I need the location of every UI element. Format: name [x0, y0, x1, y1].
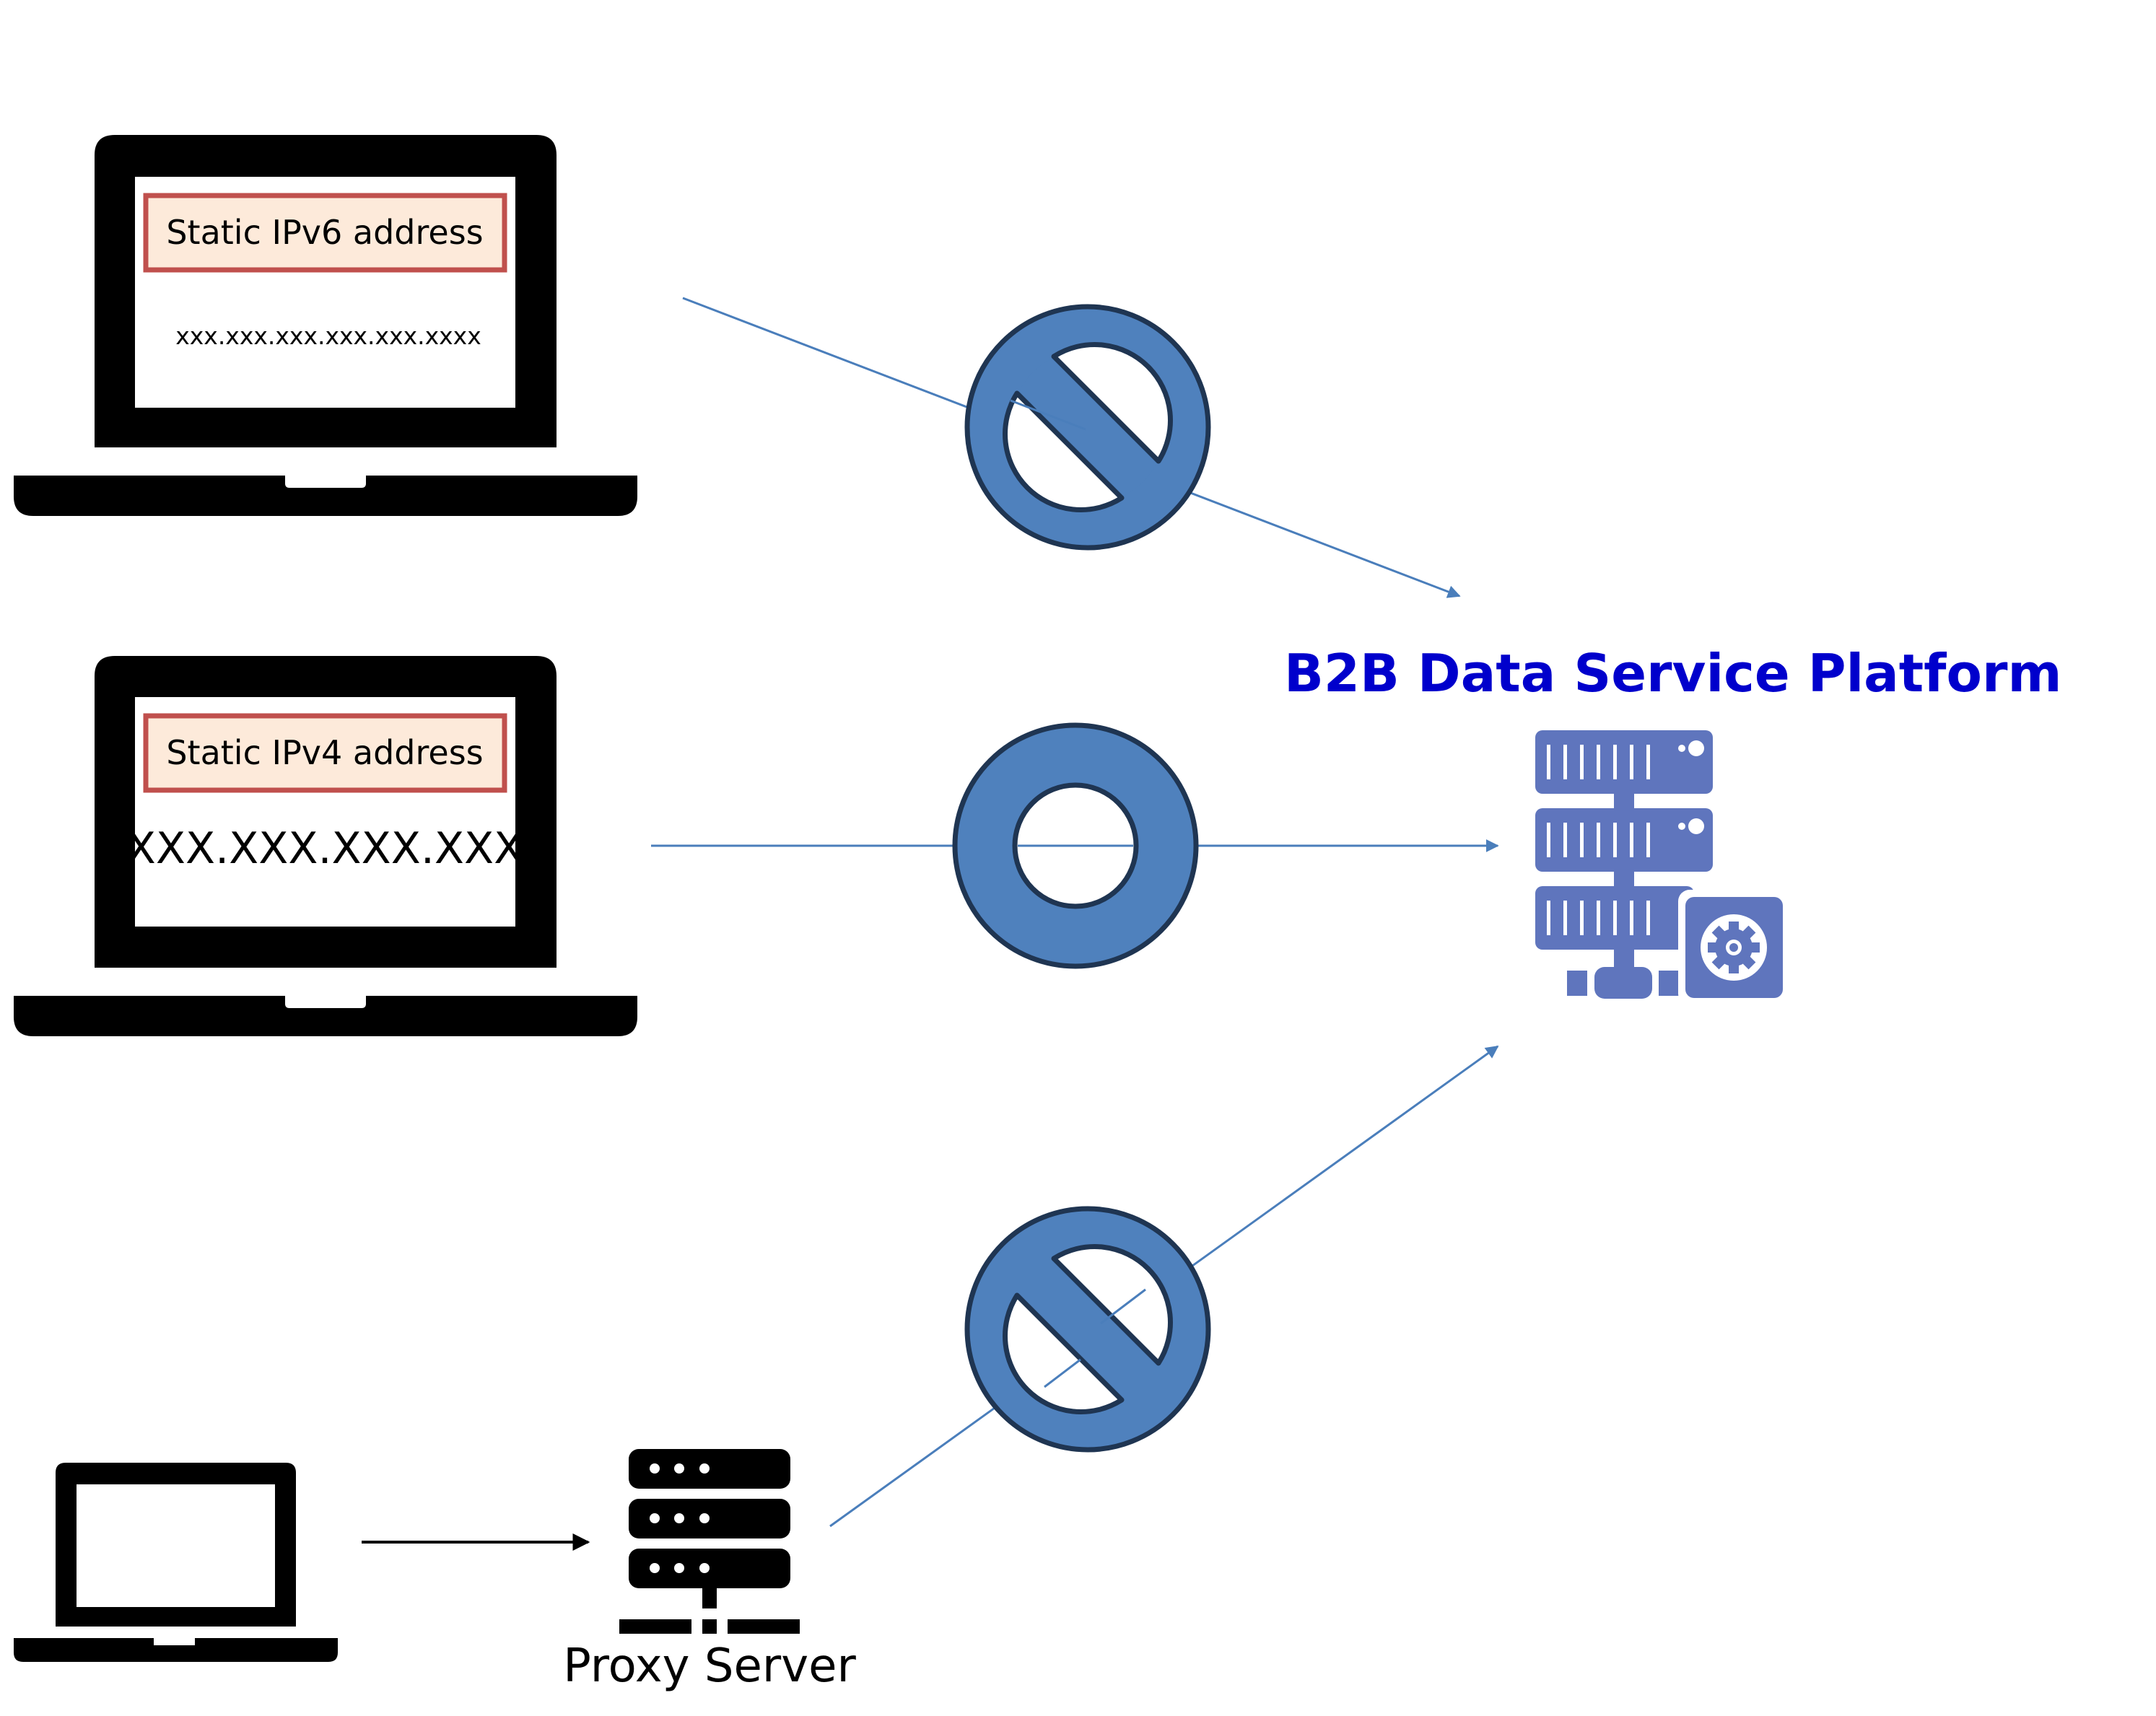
- server-gear-icon: [1535, 730, 1794, 1005]
- ipv6-address: xxx.xxx.xxx.xxx.xxx.xxxx: [175, 322, 481, 350]
- gear-icon: [1701, 914, 1767, 981]
- prohibited-icon: [964, 1206, 1211, 1453]
- ipv6-label: Static IPv6 address: [166, 213, 483, 252]
- ipv4-label: Static IPv4 address: [166, 733, 483, 772]
- ring-allowed-icon: [952, 722, 1199, 969]
- ipv6-client-laptop: Static IPv6 address xxx.xxx.xxx.xxx.xxx.…: [14, 135, 637, 516]
- laptop-icon: [14, 1463, 338, 1662]
- prohibited-icon: [964, 304, 1211, 551]
- proxy-server: Proxy Server: [563, 1449, 856, 1693]
- ipv4-label-box: [143, 713, 507, 793]
- platform-title: B2B Data Service Platform: [1284, 643, 2062, 704]
- server-rack-icon: [619, 1449, 800, 1634]
- ipv6-label-box: [143, 193, 507, 273]
- ipv4-client-laptop: Static IPv4 address XXX.XXX.XXX.XXX: [14, 656, 637, 1036]
- proxy-client-laptop: [14, 1463, 338, 1662]
- proxy-server-label: Proxy Server: [563, 1640, 856, 1693]
- ipv4-address: XXX.XXX.XXX.XXX: [126, 823, 523, 874]
